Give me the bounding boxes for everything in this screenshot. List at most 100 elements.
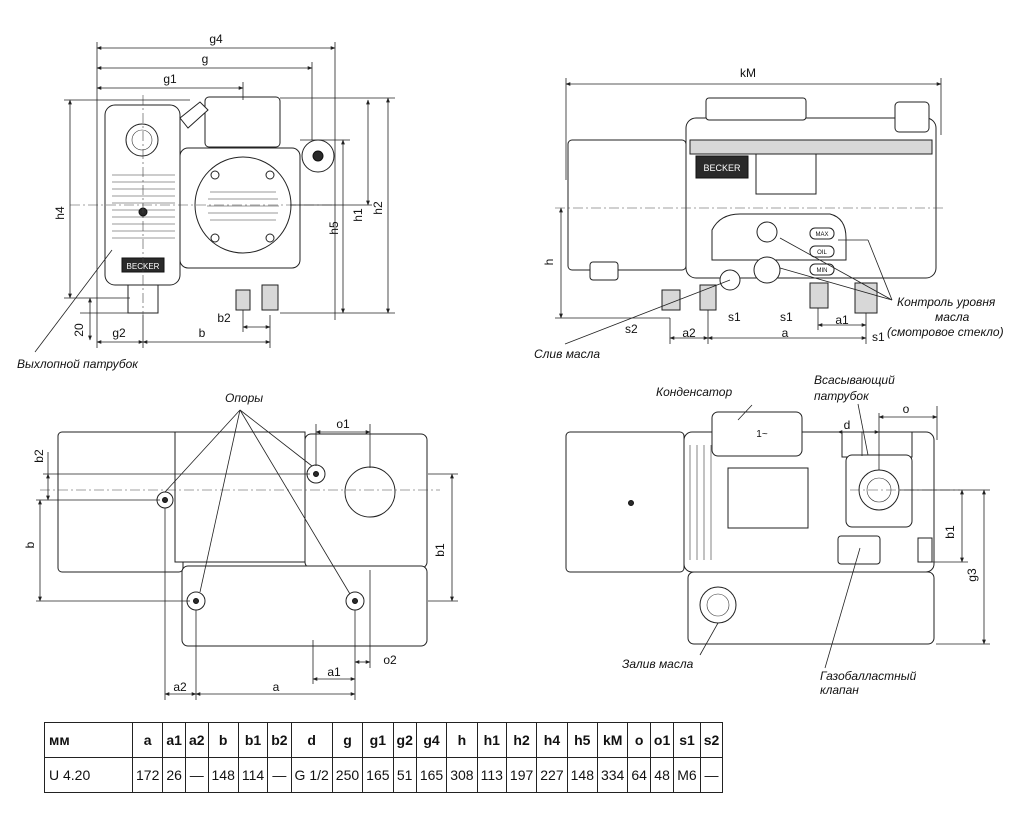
dim-d: d [844, 418, 851, 432]
callout-oil-level-3: (смотровое стекло) [887, 325, 1004, 339]
front-view: BECKER [70, 95, 335, 315]
table-header-cell: kM [596, 722, 629, 758]
table-header-cell: b [207, 722, 239, 758]
table-cell: 227 [536, 757, 568, 793]
table-header-cell: g2 [392, 722, 417, 758]
table-cell: 51 [392, 757, 417, 793]
table-cell: 172 [131, 757, 164, 793]
table-header-cell: a2 [184, 722, 209, 758]
brand-plate-side: BECKER [703, 163, 741, 173]
top-view [40, 431, 440, 647]
dimensions-table: мм a a1 a2 b b1 b2 d g g1 g2 g4 h h1 h2 … [44, 722, 724, 793]
table-header-cell: h4 [536, 722, 568, 758]
dim-h1: h1 [351, 208, 365, 222]
dim-b: b [199, 326, 206, 340]
table-cell: 113 [476, 757, 507, 793]
table-header-cell: g [331, 722, 364, 758]
glass-oil: OIL [817, 250, 827, 256]
dim-b-top: b [23, 541, 37, 548]
dim-s1-left: s1 [728, 310, 741, 324]
table-header-cell: s1 [673, 722, 701, 758]
table-header-cell: s2 [699, 722, 724, 758]
dim-g4: g4 [209, 32, 223, 46]
dim-o2: o2 [383, 653, 397, 667]
above-view: 1~ [565, 411, 960, 645]
table-row: U 4.20 172 26 — 148 114 — G 1/2 250 165 … [44, 757, 724, 793]
dim-a: a [782, 326, 789, 340]
table-header-cell: a [131, 722, 164, 758]
top-view-dimensions [36, 409, 458, 700]
table-cell: 165 [415, 757, 448, 793]
table-header-cell: g4 [415, 722, 448, 758]
table-header-cell: a1 [162, 722, 186, 758]
callout-oil-fill: Залив масла [622, 657, 694, 671]
callout-oil-drain: Слив масла [534, 347, 600, 361]
table-header-cell: o1 [649, 722, 675, 758]
dim-h: h [542, 259, 556, 266]
dim-g1: g1 [163, 72, 177, 86]
table-cell: — [184, 757, 209, 793]
dim-a1: a1 [835, 313, 849, 327]
table-cell: 114 [237, 757, 269, 793]
callout-feet: Опоры [225, 391, 263, 405]
table-cell: 48 [649, 757, 675, 793]
table-cell: 148 [566, 757, 598, 793]
table-header-cell: g1 [362, 722, 394, 758]
table-header-cell: h [446, 722, 478, 758]
dim-h5: h5 [327, 221, 341, 235]
table-header-cell: h1 [476, 722, 507, 758]
capacitor-label: 1~ [756, 429, 768, 440]
table-header-cell: мм [44, 722, 133, 758]
dim-h4: h4 [53, 206, 67, 220]
dim-b2: b2 [217, 311, 231, 325]
table-header-cell: b2 [267, 722, 292, 758]
dim-a-top: a [273, 680, 280, 694]
callout-suction-2: патрубок [814, 389, 870, 403]
table-cell: 148 [207, 757, 239, 793]
dim-g3: g3 [965, 568, 979, 582]
dim-b1-top: b1 [433, 543, 447, 557]
glass-min: MIN [817, 268, 828, 274]
dim-a2: a2 [682, 326, 696, 340]
table-header-row: мм a a1 a2 b b1 b2 d g g1 g2 g4 h h1 h2 … [44, 722, 724, 758]
table-cell: 197 [505, 757, 538, 793]
side-view-dimensions [555, 78, 942, 345]
callout-oil-level-2: масла [935, 310, 970, 324]
callout-gas-ballast-1: Газобалластный [820, 669, 917, 683]
callout-oil-level-1: Контроль уровня [897, 295, 996, 309]
technical-drawing: BECKER [17, 32, 1004, 700]
dim-g: g [202, 52, 209, 66]
table-header-cell: h2 [505, 722, 538, 758]
side-view: BECKER MAX OIL MIN [555, 97, 945, 314]
callout-gas-ballast-2: клапан [820, 683, 859, 697]
table-cell: U 4.20 [44, 757, 133, 793]
dim-a2-top: a2 [173, 680, 187, 694]
table-cell: G 1/2 [290, 757, 333, 793]
dim-o: o [903, 402, 910, 416]
table-cell: 26 [162, 757, 186, 793]
table-cell: 334 [596, 757, 629, 793]
dim-g2: g2 [112, 326, 126, 340]
table-cell: 308 [446, 757, 478, 793]
dim-s1-right: s1 [872, 330, 885, 344]
table-cell: 250 [331, 757, 364, 793]
dim-h2: h2 [371, 201, 385, 215]
table-header-cell: d [290, 722, 333, 758]
front-view-dimensions [34, 42, 395, 353]
table-cell: 64 [627, 757, 651, 793]
table-header-cell: h5 [566, 722, 598, 758]
table-header-cell: o [627, 722, 651, 758]
table-cell: M6 [673, 757, 701, 793]
dim-20: 20 [72, 323, 86, 337]
dim-b2-top: b2 [32, 449, 46, 463]
callout-exhaust: Выхлопной патрубок [17, 357, 139, 371]
dim-o1: o1 [336, 417, 350, 431]
dim-a1-top: a1 [327, 665, 341, 679]
dim-s1-mid: s1 [780, 310, 793, 324]
glass-max: MAX [815, 232, 828, 238]
table-cell: — [267, 757, 292, 793]
table-cell: — [699, 757, 724, 793]
table-header-cell: b1 [237, 722, 269, 758]
dim-s2: s2 [625, 322, 638, 336]
callout-suction-1: Всасывающий [814, 373, 895, 387]
